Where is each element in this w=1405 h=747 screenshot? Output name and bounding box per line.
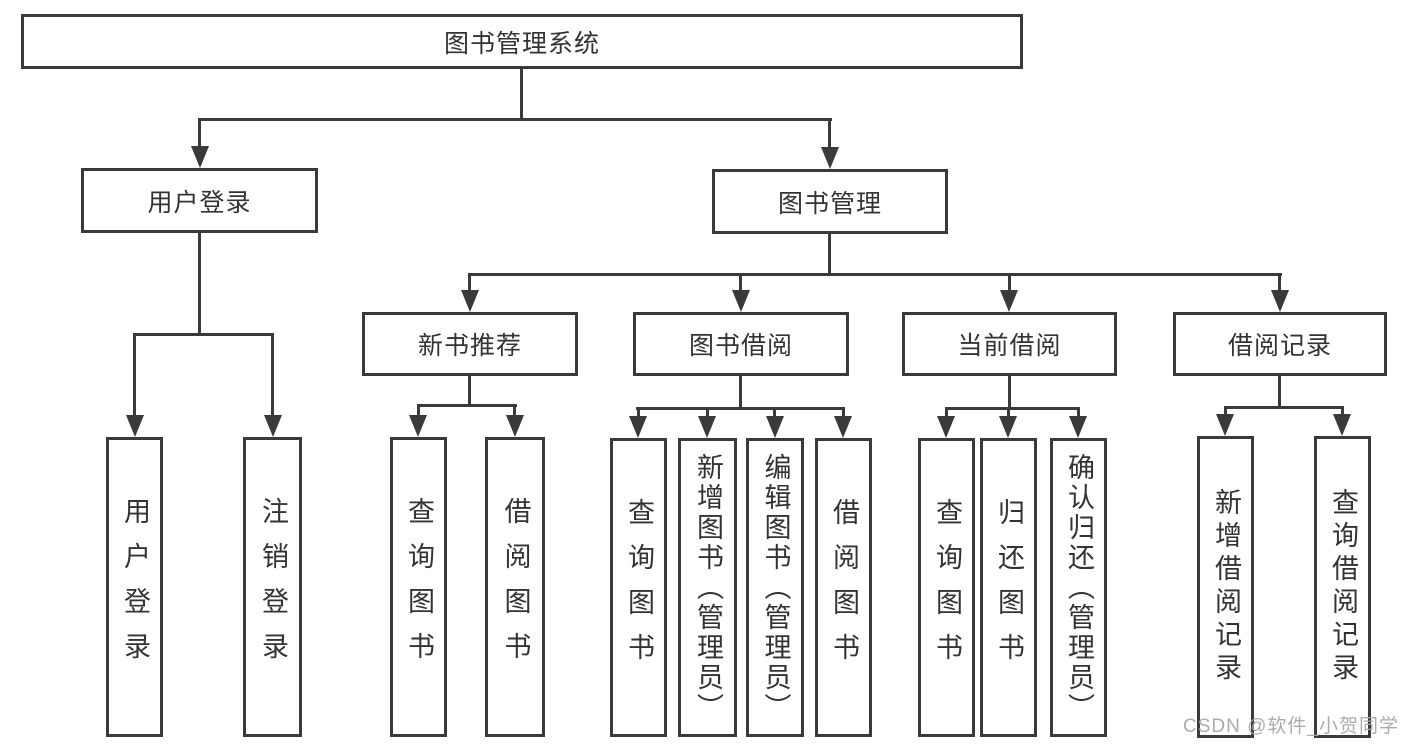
connector-line xyxy=(198,233,201,336)
watermark: CSDN @软件_小贺同学 xyxy=(1183,716,1399,737)
connector-line xyxy=(134,333,274,336)
node-user-login: 用户登录 xyxy=(81,168,318,233)
connector-line xyxy=(198,118,832,121)
connector-line xyxy=(468,376,471,407)
arrow-down-icon xyxy=(1271,290,1289,312)
connector-line xyxy=(1278,273,1281,292)
leaf-confirm-return-admin: 确认归还（管理员） xyxy=(1050,438,1107,737)
arrow-down-icon xyxy=(698,416,716,438)
connector-line xyxy=(513,404,516,417)
connector-line xyxy=(828,234,831,276)
connector-line xyxy=(520,69,523,121)
arrow-down-icon xyxy=(264,415,282,437)
arrow-down-icon xyxy=(629,416,647,438)
node-current-borrow: 当前借阅 xyxy=(902,312,1117,376)
leaf-logout: 注销登录 xyxy=(243,437,302,737)
connector-line xyxy=(1224,406,1344,409)
connector-line xyxy=(1008,376,1011,410)
connector-line xyxy=(828,118,831,149)
arrow-down-icon xyxy=(732,290,750,312)
connector-line xyxy=(271,333,274,417)
node-root: 图书管理系统 xyxy=(21,14,1023,69)
connector-line xyxy=(773,407,776,418)
arrow-down-icon xyxy=(191,146,209,168)
arrow-down-icon xyxy=(1333,414,1351,436)
arrow-down-icon xyxy=(937,416,955,438)
arrow-down-icon xyxy=(834,416,852,438)
connector-line xyxy=(198,118,201,148)
node-book-borrow: 图书借阅 xyxy=(633,312,849,376)
arrow-down-icon xyxy=(821,147,839,169)
arrow-down-icon xyxy=(461,290,479,312)
arrow-down-icon xyxy=(766,416,784,438)
arrow-down-icon xyxy=(506,415,524,437)
connector-line xyxy=(706,407,709,418)
connector-line xyxy=(417,404,517,407)
node-new-book-recommend: 新书推荐 xyxy=(362,312,578,376)
connector-line xyxy=(945,407,948,418)
leaf-query-books-borrow: 查询图书 xyxy=(610,438,667,737)
connector-line xyxy=(739,273,742,292)
leaf-edit-book-admin: 编辑图书（管理员） xyxy=(746,438,804,737)
leaf-borrow-books: 借阅图书 xyxy=(815,438,872,737)
leaf-return-book: 归还图书 xyxy=(980,438,1037,737)
connector-line xyxy=(945,407,1080,410)
leaf-add-book-admin: 新增图书（管理员） xyxy=(678,438,737,737)
arrow-down-icon xyxy=(1069,416,1087,438)
arrow-down-icon xyxy=(1216,414,1234,436)
arrow-down-icon xyxy=(409,415,427,437)
connector-line xyxy=(1278,376,1281,409)
leaf-query-borrow-record: 查询借阅记录 xyxy=(1314,436,1371,738)
connector-line xyxy=(1008,273,1011,292)
connector-line xyxy=(417,404,420,417)
arrow-down-icon xyxy=(999,416,1017,438)
leaf-query-books-current: 查询图书 xyxy=(918,438,975,737)
connector-line xyxy=(1341,406,1344,416)
connector-line xyxy=(1224,406,1227,416)
connector-line xyxy=(1077,407,1080,418)
connector-line xyxy=(637,407,640,418)
leaf-borrow-books-recommend: 借阅图书 xyxy=(485,437,545,737)
connector-line xyxy=(468,273,471,292)
node-borrow-records: 借阅记录 xyxy=(1173,312,1387,376)
connector-line xyxy=(133,333,136,417)
arrow-down-icon xyxy=(126,415,144,437)
connector-line xyxy=(468,273,1282,276)
leaf-user-login: 用户登录 xyxy=(106,437,163,737)
node-book-management: 图书管理 xyxy=(712,169,948,234)
connector-line xyxy=(636,407,844,410)
leaf-add-borrow-record: 新增借阅记录 xyxy=(1197,436,1254,738)
connector-line xyxy=(739,376,742,410)
connector-line xyxy=(842,407,845,418)
leaf-query-books-recommend: 查询图书 xyxy=(390,437,447,737)
arrow-down-icon xyxy=(1000,290,1018,312)
connector-line xyxy=(1007,407,1010,418)
